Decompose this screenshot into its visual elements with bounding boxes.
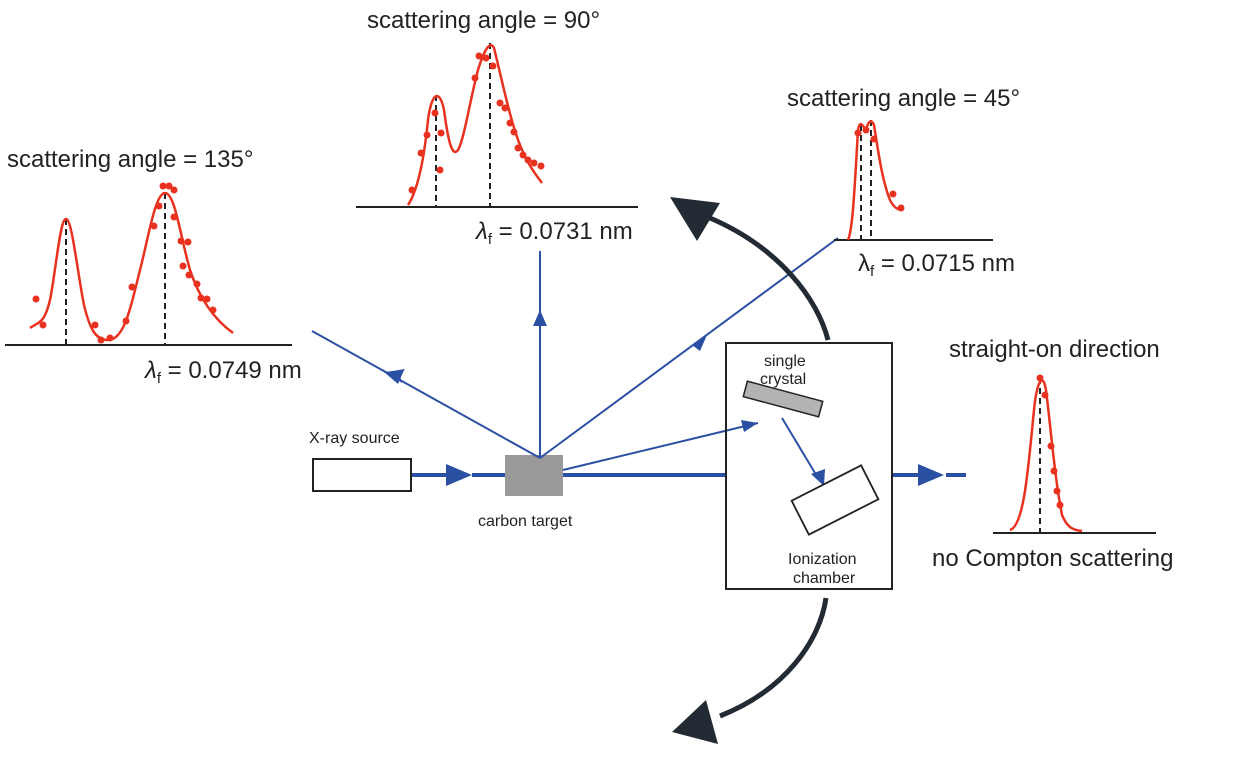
angle-135-title: scattering angle = 135°: [7, 146, 253, 173]
single-crystal-label-2: crystal: [760, 371, 806, 388]
spectrum-curve: [1009, 379, 1083, 533]
spectrum-curve: [406, 44, 543, 206]
data-points: [854, 126, 905, 212]
beam-135-arrowhead: [384, 370, 404, 384]
spectrum-curve: [29, 191, 234, 342]
lambda-135-label: λf = 0.0749 nm: [143, 357, 302, 387]
beam-90-arrowhead: [533, 310, 547, 326]
ionization-chamber: [790, 464, 880, 536]
main-beam: [411, 464, 966, 486]
plot-90: [356, 43, 638, 208]
single-crystal: [742, 380, 824, 418]
rotation-arrow-down: [672, 597, 829, 744]
plot-45: [834, 120, 993, 241]
beam-crystal-arrowhead: [741, 420, 758, 432]
beam-45: [539, 237, 839, 459]
spectrum-curve: [846, 120, 903, 241]
data-points: [408, 52, 545, 194]
beam-135: [311, 330, 541, 459]
beam-reflected-arrowhead: [811, 469, 825, 486]
carbon-target: [505, 455, 563, 496]
xray-source-label: X-ray source: [309, 430, 400, 447]
ionization-label-1: Ionization: [788, 551, 857, 568]
data-points: [32, 182, 217, 344]
xray-source-box: [312, 458, 412, 492]
plot-straight-on: [993, 374, 1156, 534]
beam-arrow-head-2: [918, 464, 944, 486]
lambda-45-label: λf = 0.0715 nm: [858, 250, 1015, 280]
plot-135: [5, 182, 292, 346]
data-points: [1036, 374, 1064, 509]
ionization-label-2: chamber: [793, 570, 856, 587]
beam-reflected: [781, 417, 819, 479]
straight-on-title: straight-on direction: [949, 336, 1160, 363]
no-compton-label: no Compton scattering: [932, 545, 1173, 572]
detector-box: [725, 342, 893, 590]
beam-arrow-head-1: [446, 464, 472, 486]
angle-45-title: scattering angle = 45°: [787, 85, 1020, 112]
lambda-90-label: λf = 0.0731 nm: [474, 218, 633, 248]
carbon-target-label: carbon target: [478, 513, 573, 530]
rotation-arrow-up: [670, 197, 831, 341]
angle-90-title: scattering angle = 90°: [367, 7, 600, 34]
single-crystal-label-1: single: [764, 353, 806, 370]
beam-45-arrowhead: [692, 335, 707, 351]
beam-to-crystal: [562, 422, 759, 471]
